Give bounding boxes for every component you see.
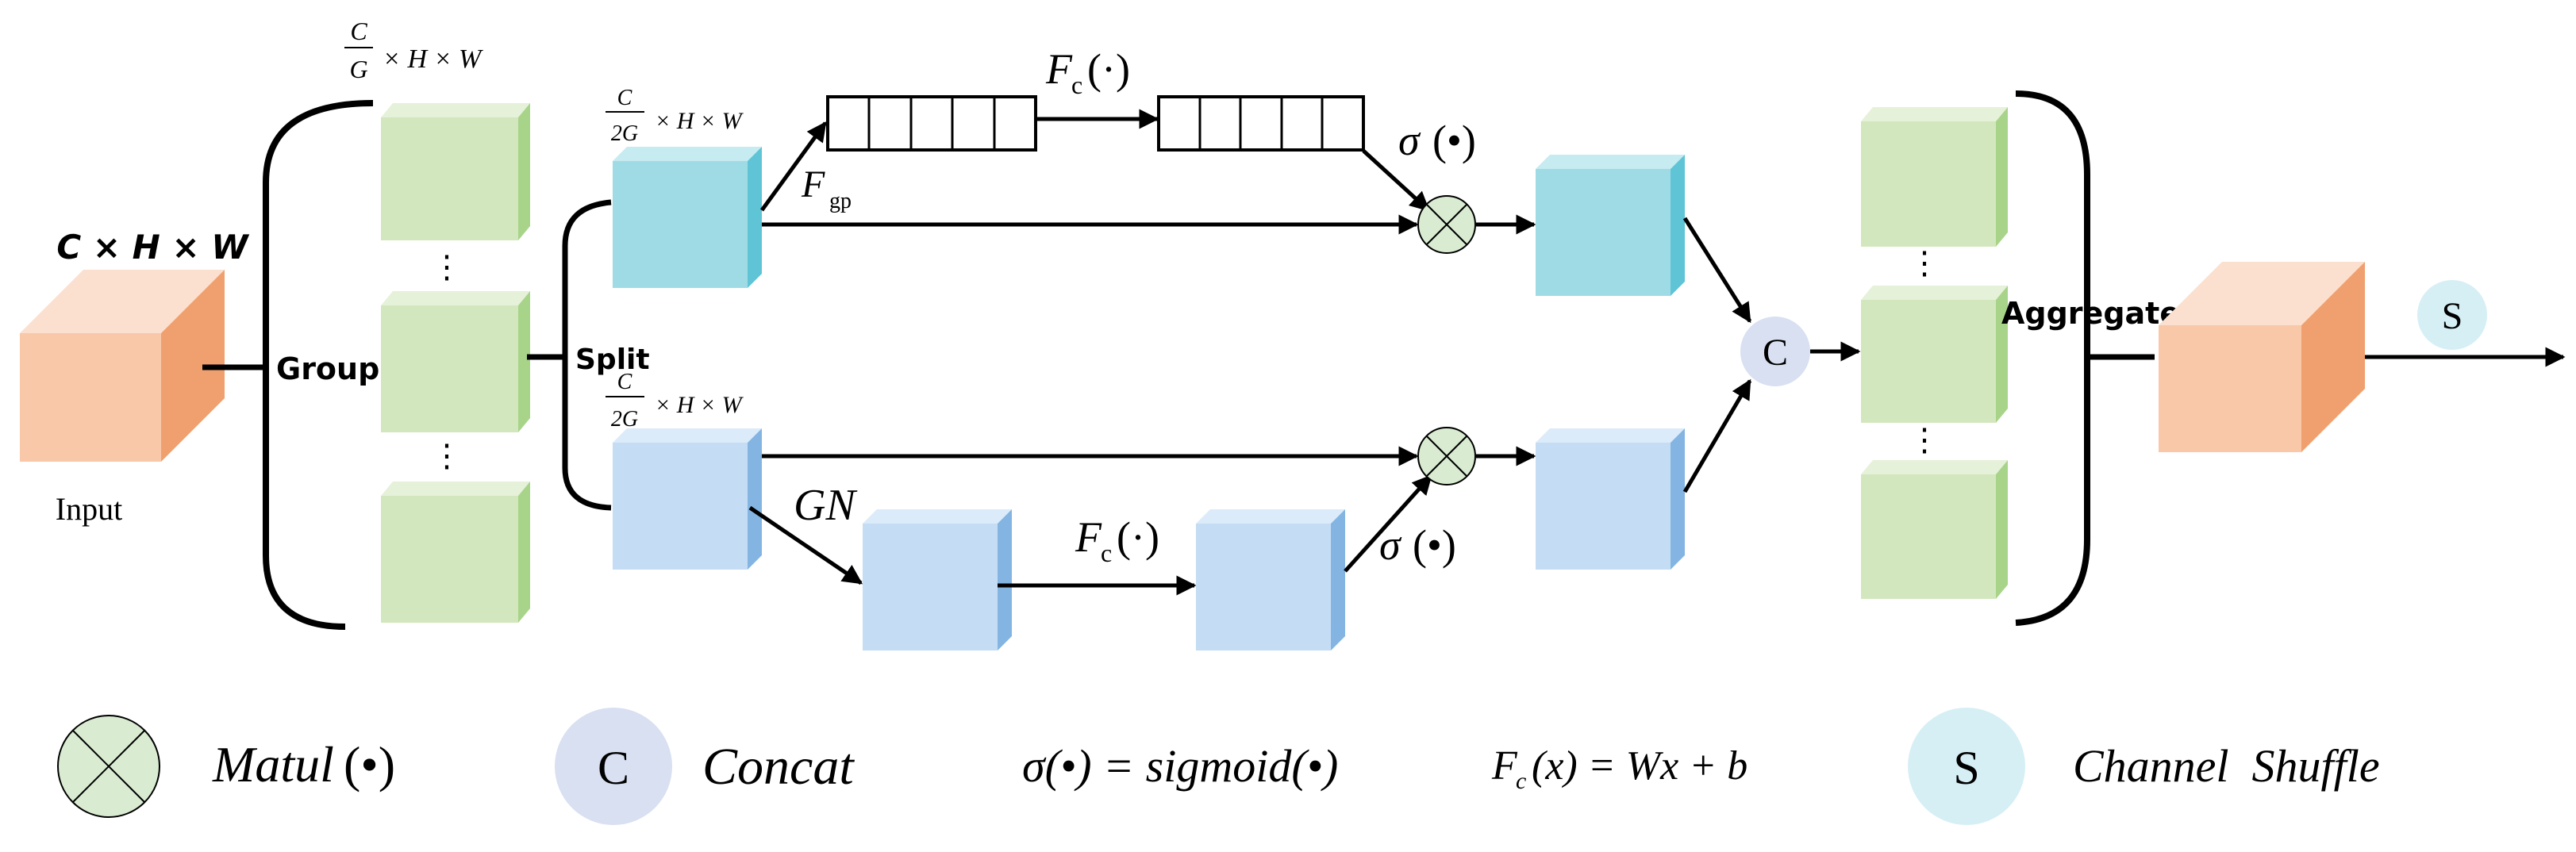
- concat-in-bottom-arrow: [1682, 378, 1752, 493]
- spatial-cube-output: [1536, 428, 1685, 570]
- fc-vector: [1157, 95, 1365, 152]
- input-cube: [20, 270, 225, 462]
- channel-cube-output: [1536, 155, 1685, 296]
- input-cube-front: [20, 333, 161, 462]
- svg-text:σ: σ: [1398, 117, 1421, 164]
- concat-icon: C: [1740, 317, 1810, 386]
- group-dims-label: C G × H × W: [344, 17, 483, 83]
- gn-label: GN: [794, 481, 857, 530]
- fgp-label: F gp: [801, 163, 852, 213]
- sigma-top-label: σ (•): [1398, 117, 1476, 164]
- svg-text:2G: 2G: [611, 407, 638, 432]
- svg-text:F: F: [801, 163, 825, 205]
- svg-text:× H × W: × H × W: [655, 392, 744, 418]
- aggregate-label: Aggregate: [2001, 296, 2180, 331]
- pooled-vector: [826, 95, 1037, 152]
- svg-text:c: c: [1101, 539, 1112, 567]
- svg-text:gp: gp: [829, 189, 852, 213]
- group-cube-2: [381, 291, 530, 432]
- group-cube-3: [381, 482, 530, 623]
- svg-text:S: S: [2442, 295, 2463, 337]
- svg-text:× H × W: × H × W: [655, 108, 744, 134]
- aggregate-brace: [2015, 90, 2090, 626]
- fgp-arrow: [759, 121, 828, 212]
- sigma-bottom-label: σ (•): [1379, 521, 1456, 569]
- legend-sigmoid-formula: σ(•) = sigmoid(•): [1022, 740, 1338, 792]
- split-bottom-dims-label: C 2G × H × W: [606, 370, 744, 432]
- split-label: Split: [575, 343, 650, 376]
- shuffle-icon: S: [2417, 280, 2487, 350]
- svg-text:(•): (•): [1413, 521, 1456, 569]
- gn-cube: [863, 509, 1012, 651]
- aggregate-cube-2: [1861, 286, 2008, 423]
- svg-text:× H × W: × H × W: [383, 44, 483, 74]
- svg-text:(•): (•): [1432, 117, 1476, 164]
- input-dims-label: C × H × W: [56, 228, 250, 267]
- sigma-bottom-arrow: [1344, 474, 1432, 573]
- svg-text:F: F: [1075, 513, 1102, 561]
- group-dots-1: ⋮: [431, 249, 463, 285]
- svg-text:C: C: [350, 17, 367, 45]
- gn-arrow: [748, 505, 863, 585]
- aggregate-cube-3: [1861, 460, 2008, 599]
- sigma-top-arrow: [1362, 149, 1430, 212]
- svg-text:F: F: [1045, 45, 1073, 93]
- svg-text:σ: σ: [1379, 521, 1402, 569]
- legend-shuffle-label: Channel Shuffle: [2073, 740, 2380, 792]
- legend: Matul (•) C Concat σ(•) = sigmoid(•) F c…: [57, 708, 2380, 825]
- group-brace: [263, 100, 374, 630]
- fc-cube: [1196, 509, 1345, 651]
- matmul-top-icon: [1417, 195, 1476, 254]
- svg-text:S: S: [1953, 742, 1979, 794]
- matmul-bottom-icon: [1417, 427, 1476, 485]
- svg-text:(·): (·): [1117, 513, 1159, 561]
- input-label: Input: [56, 491, 122, 527]
- svg-text:F: F: [1491, 743, 1518, 789]
- svg-text:c: c: [1071, 71, 1082, 99]
- aggregate-dots-2: ⋮: [1909, 422, 1940, 458]
- legend-concat-label: Concat: [702, 738, 855, 796]
- concat-in-top-arrow: [1682, 217, 1752, 324]
- svg-text:C: C: [617, 86, 632, 110]
- legend-fc-formula: F c (x) = Wx + b: [1491, 743, 1747, 794]
- input-cube-top: [20, 270, 225, 333]
- group-label: Group: [276, 351, 379, 386]
- group-cube-1: [381, 103, 530, 240]
- svg-text:(·): (·): [1087, 45, 1130, 93]
- input-cube-side: [161, 270, 225, 462]
- aggregate-cube-1: [1861, 107, 2008, 247]
- svg-text:C: C: [598, 742, 629, 794]
- aggregate-dots-1: ⋮: [1909, 245, 1940, 281]
- svg-text:(x) = Wx + b: (x) = Wx + b: [1532, 743, 1747, 789]
- legend-matmul-label: Matul: [212, 736, 334, 793]
- svg-text:2G: 2G: [611, 121, 638, 146]
- svg-text:C: C: [1763, 332, 1788, 374]
- group-dots-2: ⋮: [431, 438, 463, 474]
- legend-shuffle-icon: S: [1908, 708, 2025, 825]
- output-cube: [2159, 262, 2365, 452]
- fc-bottom-label: F c (·): [1075, 513, 1159, 567]
- spatial-cube-input: [613, 428, 762, 570]
- fc-top-label: F c (·): [1045, 45, 1130, 99]
- channel-cube-input: [613, 147, 762, 288]
- split-top-dims-label: C 2G × H × W: [606, 86, 744, 146]
- legend-matmul-icon: [57, 715, 160, 818]
- svg-text:G: G: [349, 55, 367, 83]
- legend-matmul-arg: (•): [344, 736, 395, 793]
- split-brace: [562, 199, 612, 511]
- svg-text:c: c: [1516, 768, 1526, 794]
- legend-concat-icon: C: [555, 708, 672, 825]
- svg-text:C: C: [617, 370, 632, 394]
